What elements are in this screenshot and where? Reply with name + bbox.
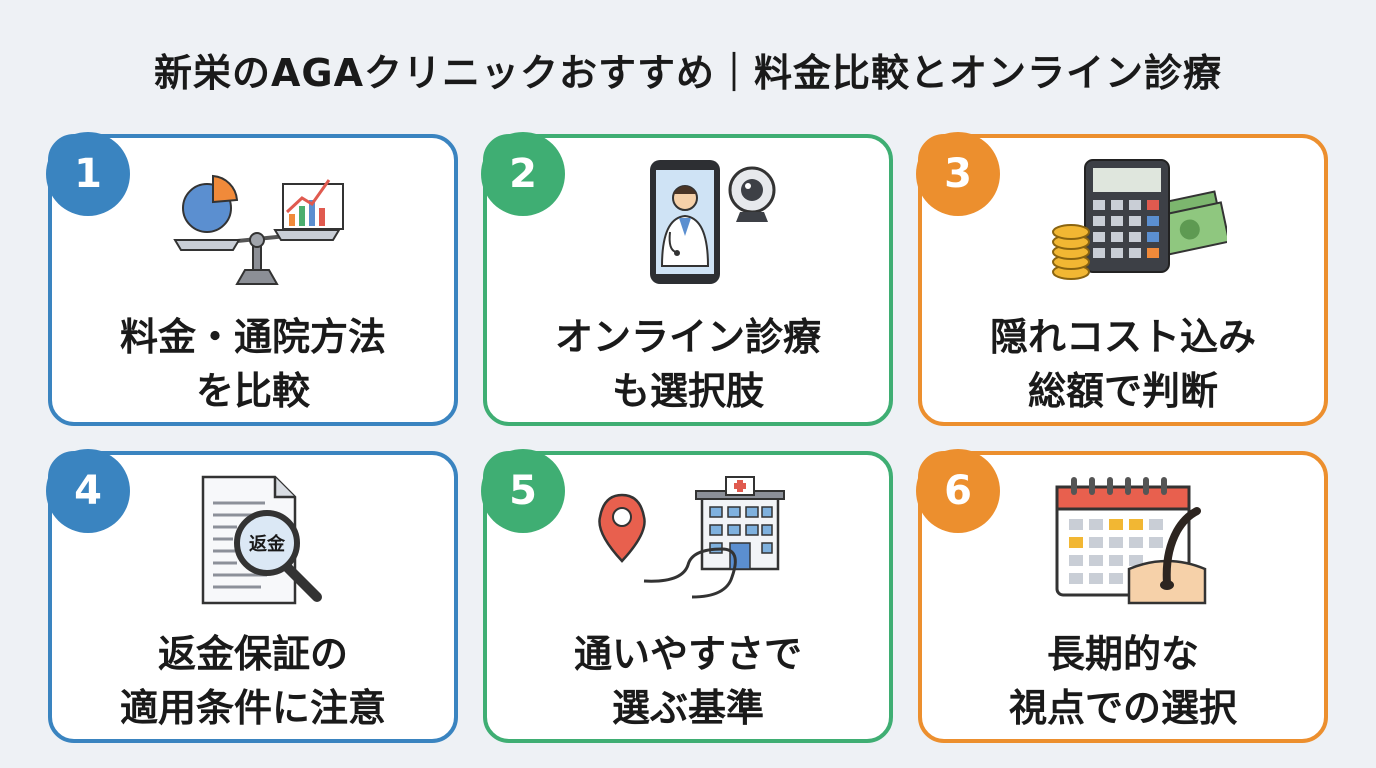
- card-4: 4 返金 返金保証の適用条件に注意: [46, 449, 458, 743]
- card-label: オンライン診療も選択肢: [554, 315, 821, 413]
- number-badge: 1: [46, 132, 130, 216]
- card-label: 長期的な視点での選択: [1008, 632, 1237, 730]
- scale-chart-icon: [173, 174, 344, 285]
- calculator-money-icon: [1052, 159, 1227, 280]
- page-title: 新栄のAGAクリニックおすすめ｜料金比較とオンライン診療: [153, 51, 1222, 95]
- card-2: 2 オンライン診療も選択肢: [481, 132, 893, 426]
- card-label: 料金・通院方法を比較: [119, 315, 386, 413]
- card-label: 返金保証の適用条件に注意: [119, 632, 386, 730]
- number-badge: 5: [481, 449, 565, 533]
- number-badge: 3: [916, 132, 1000, 216]
- number-badge: 2: [481, 132, 565, 216]
- card-label: 隠れコスト込み総額で判断: [989, 315, 1256, 413]
- card-label: 通いやすさで選ぶ基準: [573, 632, 802, 730]
- card-6: 6 長期的な視点での選択: [916, 449, 1328, 743]
- calendar-hair-icon: [1055, 477, 1207, 605]
- number-badge: 6: [916, 449, 1000, 533]
- card-3: 3 隠れコスト込み総額で判断: [916, 132, 1328, 426]
- card-1: 1 料金・通院方法を比較: [46, 132, 458, 426]
- map-pin-clinic-icon: [598, 476, 785, 599]
- svg-text:返金: 返金: [249, 533, 286, 555]
- card-5: 5 通いやすさで選ぶ基準: [481, 449, 893, 743]
- phone-doctor-icon: [650, 160, 776, 284]
- document-magnifier-icon: 返金: [201, 475, 322, 605]
- number-badge: 4: [46, 449, 130, 533]
